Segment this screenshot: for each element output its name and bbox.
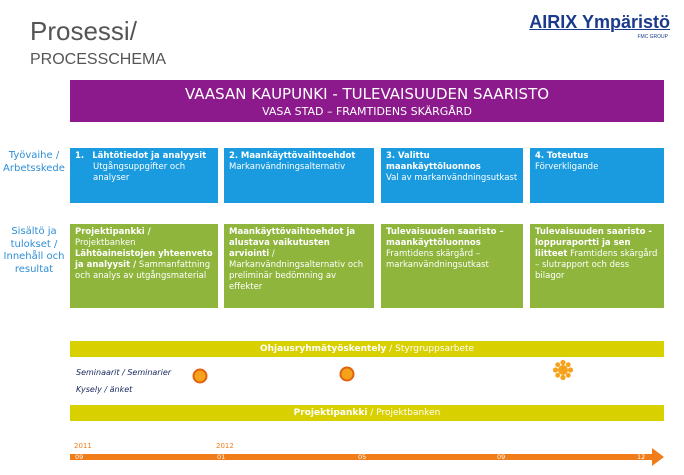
result-bold: Projektipankki / xyxy=(75,227,151,237)
result-text: Framtidens skärgård – markanvändningsutk… xyxy=(386,249,489,271)
timeline-year-2012: 2012 xyxy=(216,442,234,450)
result-bold: Tulevaisuuden saaristo - loppuraportti j… xyxy=(535,227,652,260)
result-box-4: Tulevaisuuden saaristo - loppuraportti j… xyxy=(530,224,664,308)
row-label-phase: Työvaihe / Arbetsskede xyxy=(3,150,65,174)
logo-text: AIRIX Ympäristö xyxy=(529,12,670,32)
logo-subtext: FMC GROUP xyxy=(637,34,668,40)
phase-number: 3. xyxy=(386,151,396,161)
result-box-3: Tulevaisuuden saaristo – maankäyttöluonn… xyxy=(381,224,523,308)
banner-title-sv: VASA STAD – FRAMTIDENS SKÄRGÅRD xyxy=(262,105,472,118)
result-bold: Lähtöaineistojen yhteenveto ja analyysit… xyxy=(75,249,213,271)
timeline-tick: 01 xyxy=(217,453,226,461)
phase-title: Toteutus xyxy=(546,151,589,161)
phase-title: Valittu maankäyttöluonnos xyxy=(386,151,481,173)
page-subtitle: PROCESSCHEMA xyxy=(30,51,167,68)
phase-subtitle: Utgångsuppgifter och analyser xyxy=(93,162,186,184)
result-text: Projektbanken xyxy=(75,238,136,249)
steering-text: / Styrgruppsarbete xyxy=(386,344,475,354)
phase-box-2: 2. Maankäyttövaihtoehdot Markanvändnings… xyxy=(224,148,374,203)
steering-bold: Ohjausryhmätyöskentely xyxy=(259,344,387,354)
phase-subtitle: Markanvändningsalternativ xyxy=(229,162,346,173)
phase-box-1: 1. Lähtötiedot ja analyysit Utgångsuppgi… xyxy=(70,148,218,203)
seminar-marker-1 xyxy=(192,368,208,384)
timeline-tick: 09 xyxy=(497,453,506,461)
bank-bold: Projektipankki xyxy=(293,408,368,418)
project-banner: VAASAN KAUPUNKI - TULEVAISUUDEN SAARISTO… xyxy=(70,80,664,122)
phase-number: 4. xyxy=(535,151,545,161)
phase-number: 1. xyxy=(75,151,85,161)
result-text: Sammanfattning och analys av utgångsmate… xyxy=(75,260,211,282)
timeline-year-2011: 2011 xyxy=(74,442,92,450)
result-box-2: Maankäyttövaihtoehdot ja alustava vaikut… xyxy=(224,224,374,308)
survey-marker-icon xyxy=(552,359,574,381)
banner-title-fi: VAASAN KAUPUNKI - TULEVAISUUDEN SAARISTO xyxy=(184,85,550,103)
seminars-label: Seminaarit / Seminarier xyxy=(76,368,172,377)
timeline-arrow-icon xyxy=(652,448,664,466)
phase-title: Lähtötiedot ja analyysit xyxy=(92,151,207,161)
phase-subtitle: Förverkligande xyxy=(535,162,599,173)
row-label-content: Sisältö ja tulokset / Innehåll och resul… xyxy=(3,226,65,275)
result-bold: Tulevaisuuden saaristo – maankäyttöluonn… xyxy=(386,227,504,249)
timeline-tick: 12 xyxy=(637,453,646,461)
result-bold: Maankäyttövaihtoehdot ja alustava vaikut… xyxy=(229,227,356,260)
phase-subtitle: Val av markanvändningsutkast xyxy=(386,173,518,184)
result-text: Framtidens skärgård – slutrapport och de… xyxy=(535,249,658,282)
phase-box-3: 3. Valittu maankäyttöluonnos Val av mark… xyxy=(381,148,523,203)
company-logo: AIRIX Ympäristö FMC GROUP xyxy=(510,12,670,42)
page-title: Prosessi/ xyxy=(30,16,137,46)
timeline-tick: 09 xyxy=(75,453,84,461)
project-bank-bar: Projektipankki / Projektbanken xyxy=(70,405,664,421)
survey-label: Kysely / änket xyxy=(76,385,133,394)
phase-number: 2. xyxy=(229,151,239,161)
bank-text: / Projektbanken xyxy=(367,408,441,418)
timeline-bar xyxy=(70,454,655,460)
phase-title: Maankäyttövaihtoehdot xyxy=(240,151,356,161)
phase-box-4: 4. Toteutus Förverkligande xyxy=(530,148,664,203)
result-box-1: Projektipankki / Projektbanken Lähtöaine… xyxy=(70,224,218,308)
timeline-tick: 05 xyxy=(358,453,367,461)
result-text: / Markanvändningsalternativ och prelimin… xyxy=(229,249,364,293)
seminar-marker-2 xyxy=(339,366,355,382)
steering-group-bar: Ohjausryhmätyöskentely / Styrgruppsarbet… xyxy=(70,341,664,357)
